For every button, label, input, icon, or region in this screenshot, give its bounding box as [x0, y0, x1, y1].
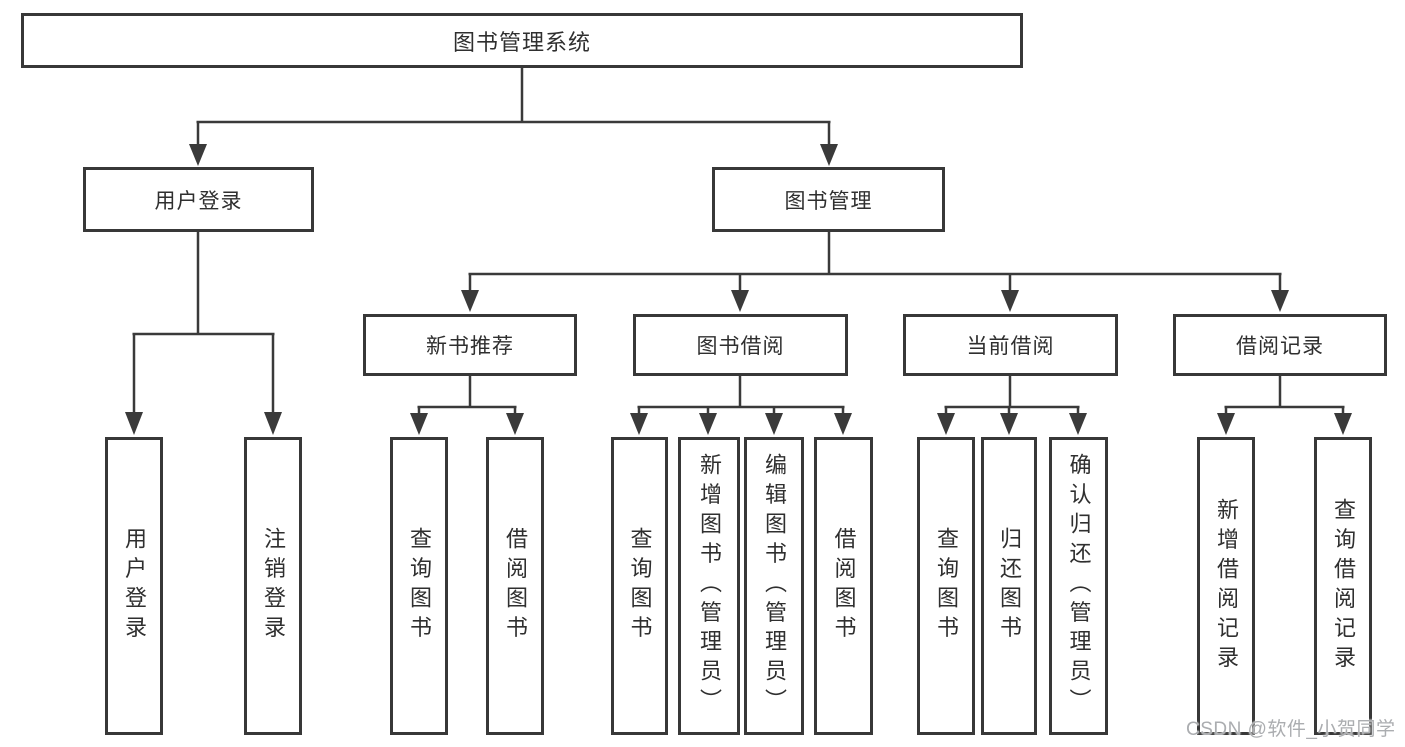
- node-user-login: 用户登录: [83, 167, 314, 232]
- leaf-borrow-books-newbook: 借阅图书: [486, 437, 544, 735]
- node-label: 查询图书: [407, 527, 432, 645]
- node-label: 查询图书: [934, 527, 959, 645]
- leaf-return-books: 归还图书: [981, 437, 1037, 735]
- leaf-edit-books-admin: 编辑图书（管理员）: [744, 437, 804, 735]
- node-label: 用户登录: [154, 189, 243, 213]
- node-book-management: 图书管理: [712, 167, 945, 232]
- node-label: 图书借阅: [696, 335, 785, 358]
- leaf-query-books-current: 查询图书: [917, 437, 975, 735]
- node-library-management-system: 图书管理系统: [21, 13, 1023, 68]
- leaf-user-login: 用户登录: [105, 437, 163, 735]
- leaf-query-borrow-record: 查询借阅记录: [1314, 437, 1372, 735]
- leaf-borrow-books: 借阅图书: [814, 437, 873, 735]
- leaf-add-books-admin: 新增图书（管理员）: [678, 437, 740, 735]
- node-label: 当前借阅: [966, 335, 1055, 358]
- node-label: 图书管理系统: [452, 29, 591, 55]
- node-label: 新书推荐: [426, 335, 514, 358]
- csdn-watermark: CSDN @软件_小贺同学: [1186, 719, 1396, 740]
- node-label: 确认归还（管理员）: [1066, 453, 1092, 719]
- node-label: 归还图书: [997, 527, 1022, 645]
- node-label: 借阅图书: [831, 527, 857, 645]
- leaf-add-borrow-record: 新增借阅记录: [1197, 437, 1255, 735]
- leaf-logout: 注销登录: [244, 437, 302, 735]
- leaf-confirm-return-admin: 确认归还（管理员）: [1049, 437, 1108, 735]
- node-label: 新增图书（管理员）: [697, 453, 722, 719]
- leaf-query-books-borrow: 查询图书: [611, 437, 668, 735]
- node-label: 查询图书: [627, 527, 653, 645]
- node-label: 图书管理: [784, 189, 873, 213]
- node-label: 借阅图书: [503, 527, 528, 645]
- node-label: 借阅记录: [1236, 335, 1324, 358]
- node-label: 用户登录: [122, 527, 147, 645]
- leaf-query-books-newbook: 查询图书: [390, 437, 448, 735]
- node-label: 新增借阅记录: [1214, 497, 1239, 675]
- node-label: 编辑图书（管理员）: [762, 453, 787, 719]
- node-label: 查询借阅记录: [1331, 497, 1356, 675]
- node-new-book-recommendation: 新书推荐: [363, 314, 577, 376]
- node-borrowing-records: 借阅记录: [1173, 314, 1387, 376]
- node-current-borrowing: 当前借阅: [903, 314, 1118, 376]
- node-label: 注销登录: [261, 527, 286, 645]
- node-book-borrowing: 图书借阅: [633, 314, 848, 376]
